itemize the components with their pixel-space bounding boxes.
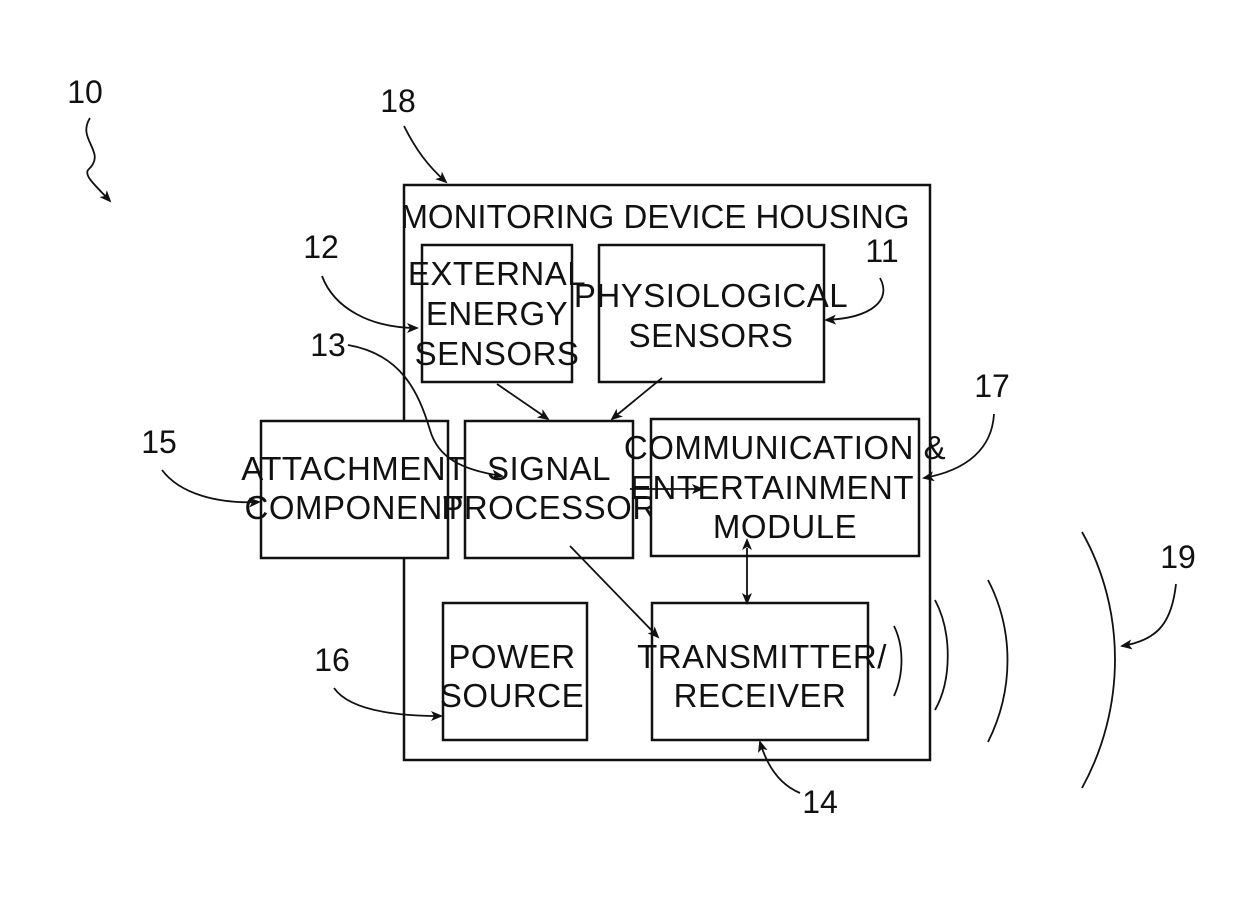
ref-15: 15: [141, 424, 177, 460]
signal-processor-label-2: PROCESSOR: [441, 489, 656, 526]
signal-wave-2: [935, 600, 948, 710]
physiological-to-processor-arrow: [612, 378, 662, 419]
signal-wave-4: [1082, 532, 1115, 788]
ref-18: 18: [380, 83, 416, 119]
ref-14: 14: [802, 784, 838, 820]
external-energy-sensors-label-3: SENSORS: [415, 335, 580, 372]
external-energy-sensors-label-2: ENERGY: [426, 295, 568, 332]
signal-waves: [894, 532, 1115, 788]
transmitter-receiver-label-2: RECEIVER: [674, 677, 847, 714]
external-energy-sensors-block: EXTERNAL ENERGY SENSORS: [408, 245, 586, 382]
external-energy-sensors-label-1: EXTERNAL: [408, 255, 586, 292]
ref-12: 12: [303, 229, 339, 265]
ref-17: 17: [974, 368, 1010, 404]
ref-19: 19: [1160, 539, 1196, 575]
comm-module-label-2: ENTERTAINMENT: [630, 469, 914, 506]
physiological-sensors-block: PHYSIOLOGICAL SENSORS: [574, 245, 848, 382]
comm-module-label-1: COMMUNICATION &: [624, 429, 946, 466]
attachment-component-label-1: ATTACHMENT: [241, 450, 467, 487]
signal-processor-label-1: SIGNAL: [487, 450, 611, 487]
attachment-component-block: ATTACHMENT COMPONENT: [241, 421, 467, 558]
power-source-label-2: SOURCE: [440, 677, 584, 714]
attachment-component-label-2: COMPONENT: [245, 489, 464, 526]
power-source-block: POWER SOURCE: [440, 603, 587, 740]
housing-title: MONITORING DEVICE HOUSING: [400, 198, 909, 235]
ref-16: 16: [314, 642, 350, 678]
physiological-sensors-label-1: PHYSIOLOGICAL: [574, 277, 848, 314]
physiological-sensors-label-2: SENSORS: [629, 317, 794, 354]
transmitter-receiver-block: TRANSMITTER/ RECEIVER: [637, 603, 887, 740]
signal-wave-1: [894, 626, 902, 696]
comm-module-label-3: MODULE: [713, 508, 857, 545]
ref-14-leader: [760, 742, 800, 793]
ref-18-leader: [404, 126, 446, 182]
ref-19-leader: [1122, 584, 1176, 646]
ref-11: 11: [865, 233, 898, 269]
ref-13: 13: [310, 327, 346, 363]
transmitter-receiver-label-1: TRANSMITTER/: [637, 638, 887, 675]
comm-entertainment-module-block: COMMUNICATION & ENTERTAINMENT MODULE: [624, 419, 946, 556]
signal-wave-3: [988, 580, 1008, 742]
ref-16-leader: [334, 688, 441, 716]
ref-10: 10: [67, 74, 103, 110]
ref-10-leader: [86, 118, 110, 201]
external-to-processor-arrow: [497, 384, 548, 419]
power-source-label-1: POWER: [448, 638, 575, 675]
